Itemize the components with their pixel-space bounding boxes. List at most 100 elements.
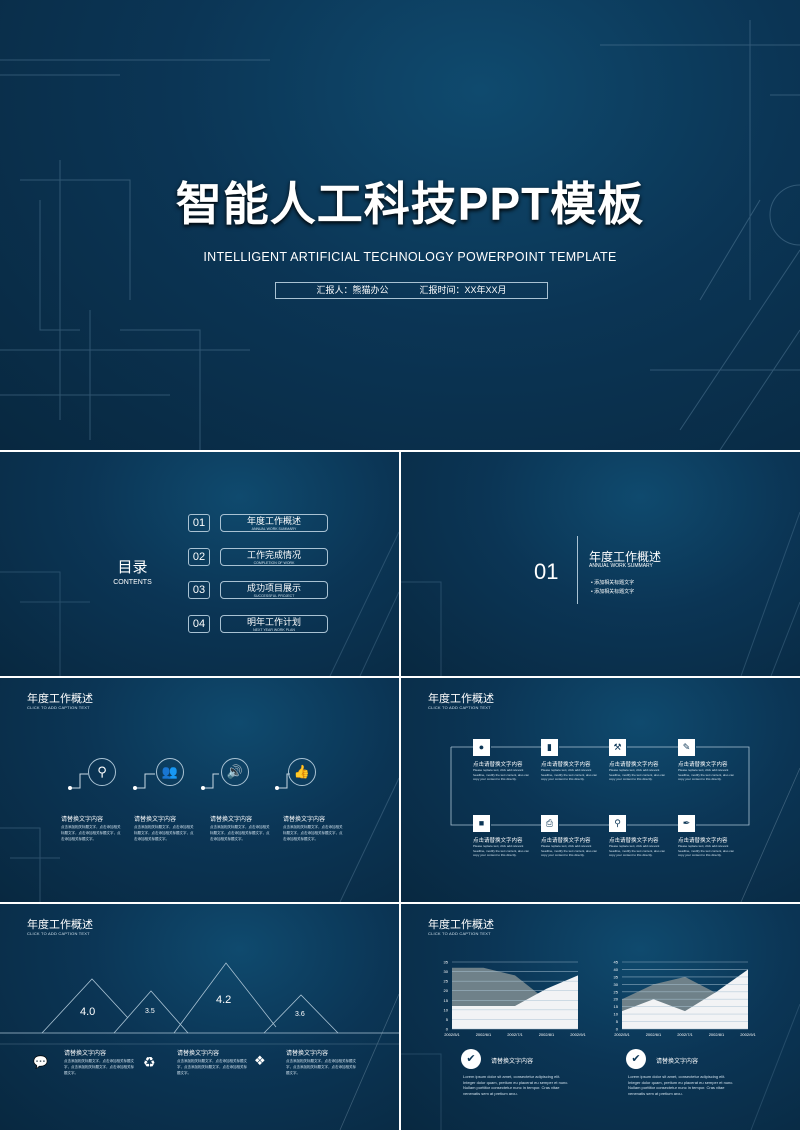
area-series-front	[452, 975, 578, 1029]
step-body: Please replace text, click add relevant …	[541, 844, 598, 857]
value-label: 3.6	[295, 1011, 305, 1018]
slide-title: 年度工作概述	[27, 919, 93, 931]
step-body: Please replace text, click add relevant …	[473, 768, 530, 781]
item-title: 请替换文字内容	[656, 1058, 699, 1065]
speaker-icon: 🔊	[221, 758, 249, 786]
triangles-decoration	[0, 962, 399, 1130]
section-title: 年度工作概述	[589, 550, 662, 564]
item-body: 点击添加相关标题文字，点击添加相关标题文字，点击添加相关标题文字，点击添加相关标…	[64, 1059, 134, 1075]
item-body: Lorem ipsum dolor sit amet, consectetur …	[628, 1074, 734, 1096]
item-title: 请替换文字内容	[491, 1058, 534, 1065]
step-body: Please replace text, click add relevant …	[678, 768, 735, 781]
slide-caption: CLICK TO ADD CAPTION TEXT	[428, 931, 491, 936]
x-tick-label: 2002/5/1	[614, 1032, 630, 1037]
item-number: 02	[188, 548, 210, 566]
chat-icon: 💬	[33, 1055, 48, 1069]
step-title: 点击请替换文字内容	[541, 838, 591, 844]
item-label: 工作完成情况	[246, 550, 301, 560]
y-tick-label: 10	[614, 1012, 619, 1017]
step-title: 点击请替换文字内容	[678, 762, 728, 768]
y-tick-label: 25	[614, 989, 619, 994]
item-title: 请替换文字内容	[286, 1051, 329, 1057]
y-tick-label: 30	[444, 969, 449, 974]
value-label: 4.2	[216, 994, 232, 1006]
slide-caption: CLICK TO ADD CAPTION TEXT	[27, 705, 90, 710]
search-icon: ⚲	[609, 815, 626, 832]
y-tick-label: 40	[614, 967, 619, 972]
pencil-icon: ✎	[678, 739, 695, 756]
pen-icon: ✒	[678, 815, 695, 832]
y-tick-label: 5	[616, 1019, 619, 1024]
x-tick-label: 2002/7/1	[677, 1032, 693, 1037]
value-label: 4.0	[80, 1006, 96, 1018]
report-time-text: 汇报时间：XX年XX月	[419, 285, 507, 295]
item-title: 请替换文字内容	[177, 1051, 220, 1057]
item-title: 请替换文字内容	[210, 817, 253, 823]
icons-slide: 年度工作概述 CLICK TO ADD CAPTION TEXT ⚲ 👥 🔊 👍…	[0, 678, 399, 902]
y-tick-label: 15	[614, 1004, 619, 1009]
y-tick-label: 25	[444, 979, 449, 984]
slide-title: 年度工作概述	[428, 693, 494, 705]
item-body: 点击添加相关标题文字，点击添加相关标题文字，点击添加相关标题文字，点击添加相关标…	[61, 825, 121, 841]
item-number: 04	[188, 615, 210, 633]
y-tick-label: 20	[614, 997, 619, 1002]
search-icon: ⚲	[88, 758, 116, 786]
step-body: Please replace text, click add relevant …	[678, 844, 735, 857]
thumbs-up-icon: 👍	[288, 758, 316, 786]
cover-slide: 智能人工科技PPT模板 INTELLIGENT ARTIFICIAL TECHN…	[0, 0, 800, 450]
x-tick-label: 2002/6/1	[646, 1032, 662, 1037]
step-title: 点击请替换文字内容	[541, 762, 591, 768]
item-body: Lorem ipsum dolor sit amet, consectetur …	[463, 1074, 569, 1096]
reporter-text: 汇报人：熊猫办公	[316, 285, 389, 295]
step-title: 点击请替换文字内容	[473, 838, 523, 844]
y-tick-label: 0	[446, 1027, 449, 1032]
item-title: 请替换文字内容	[64, 1051, 107, 1057]
step-body: Please replace text, click add relevant …	[541, 768, 598, 781]
section-bullet: • 添加相关标题文字	[591, 589, 635, 595]
recycle-icon: ♻	[143, 1054, 156, 1070]
value-label: 3.5	[145, 1008, 155, 1015]
user-icon: ●	[473, 739, 490, 756]
y-tick-label: 0	[616, 1027, 619, 1032]
y-tick-label: 15	[444, 998, 449, 1003]
flow-lines	[450, 746, 800, 902]
section-bullet: • 添加相关标题文字	[591, 580, 635, 586]
x-tick-label: 2002/9/1	[570, 1032, 586, 1037]
triangles-slide: 年度工作概述 CLICK TO ADD CAPTION TEXT 4.0 3.5…	[0, 904, 399, 1130]
cover-title: 智能人工科技PPT模板	[175, 178, 645, 230]
x-tick-label: 2002/9/1	[740, 1032, 756, 1037]
y-tick-label: 5	[446, 1017, 449, 1022]
item-en: NEXT YEAR WORK PLAN	[253, 628, 295, 632]
item-en: COMPLETION OF WORK	[253, 561, 295, 565]
check-icon: ✔	[461, 1049, 481, 1069]
briefcase-icon: ■	[473, 815, 490, 832]
item-body: 点击添加相关标题文字，点击添加相关标题文字，点击添加相关标题文字，点击添加相关标…	[286, 1059, 356, 1075]
item-body: 点击添加相关标题文字，点击添加相关标题文字，点击添加相关标题文字，点击添加相关标…	[210, 825, 270, 841]
step-title: 点击请替换文字内容	[609, 838, 659, 844]
slide-title: 年度工作概述	[27, 693, 93, 705]
circuit-decoration	[0, 773, 399, 902]
section-number: 01	[534, 559, 559, 584]
y-tick-label: 20	[444, 988, 449, 993]
step-body: Please replace text, click add relevant …	[473, 844, 530, 857]
item-en: SUCCESSFUL PROJECT	[253, 594, 295, 598]
item-number: 01	[188, 514, 210, 532]
step-title: 点击请替换文字内容	[609, 762, 659, 768]
step-title: 点击请替换文字内容	[678, 838, 728, 844]
item-title: 请替换文字内容	[134, 817, 177, 823]
item-en: ANNUAL WORK SUMMARY	[251, 527, 297, 531]
check-icon: ✔	[626, 1049, 646, 1069]
y-tick-label: 30	[614, 982, 619, 987]
section-en: ANNUAL WORK SUMMARY	[589, 563, 653, 569]
item-body: 点击添加相关标题文字，点击添加相关标题文字，点击添加相关标题文字，点击添加相关标…	[283, 825, 343, 841]
item-title: 请替换文字内容	[283, 817, 326, 823]
step-title: 点击请替换文字内容	[473, 762, 523, 768]
